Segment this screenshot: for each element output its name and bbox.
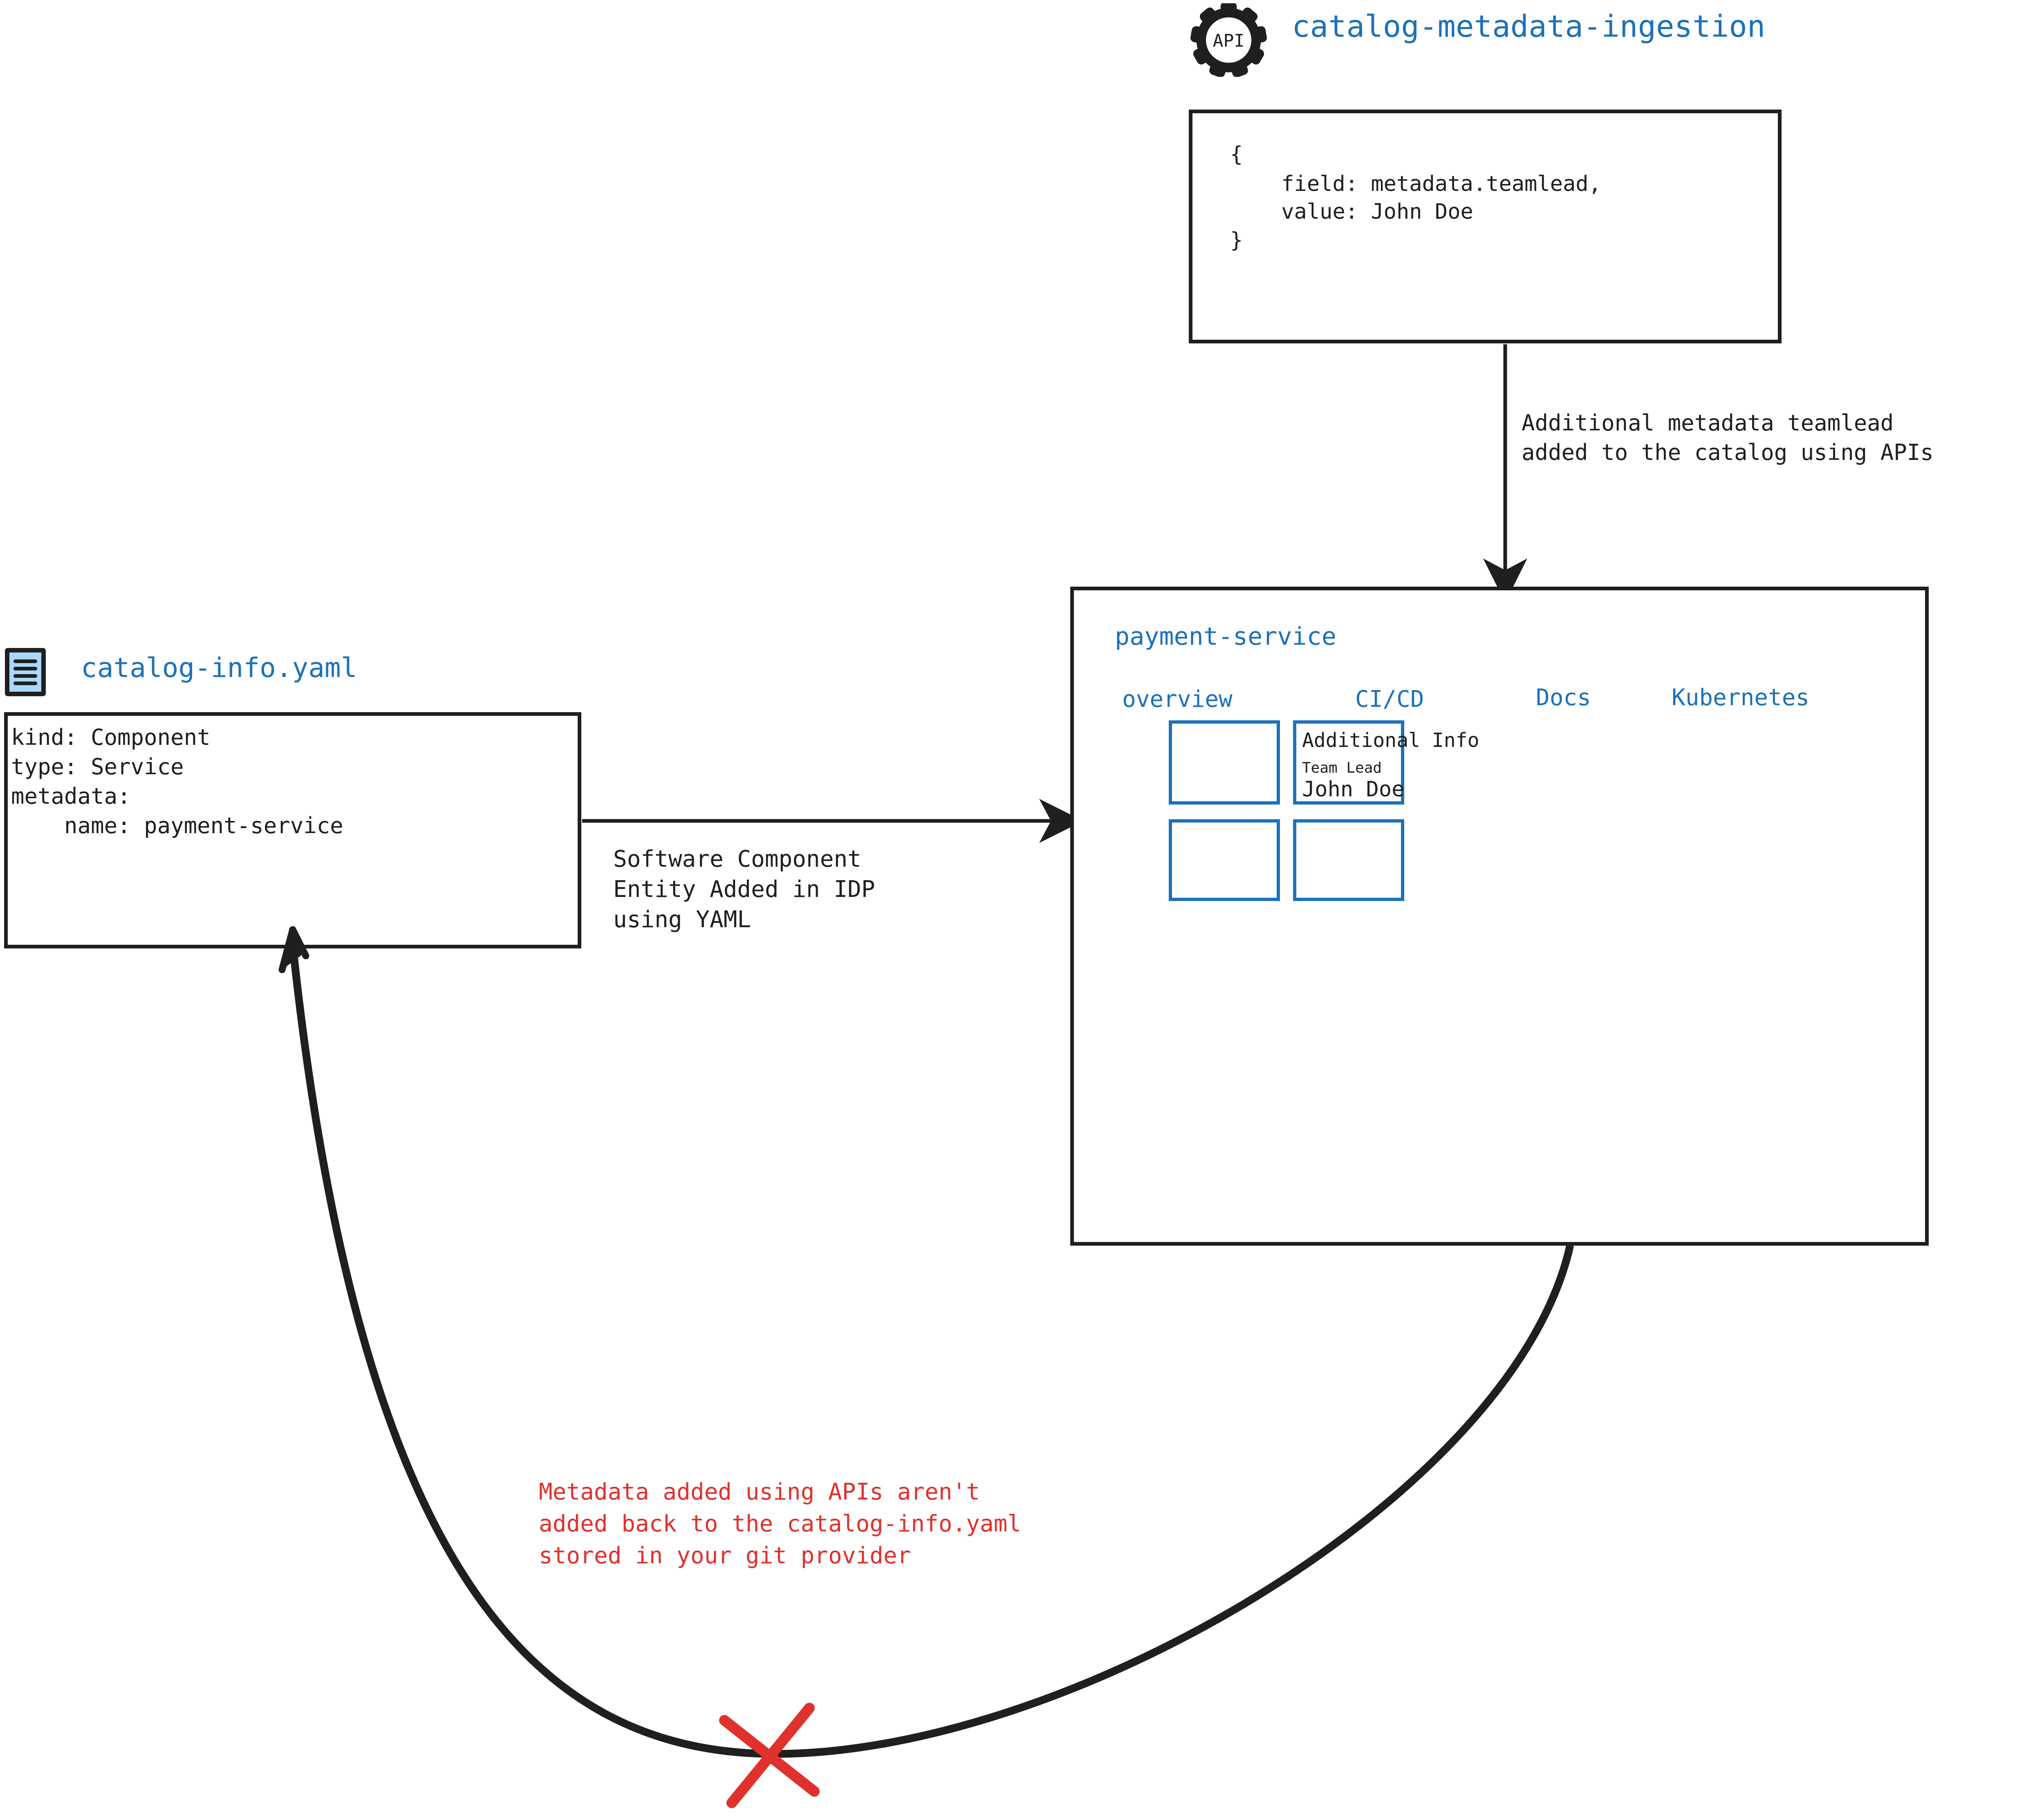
api-payload-line-2: field: metadata.teamlead, [1230,172,1601,196]
yaml-file-icon-line [13,674,37,678]
yaml-arrow-label-line3: using YAML [613,906,751,933]
warning-line-1: Metadata added using APIs aren't [539,1479,980,1505]
yaml-manifest-box: kind: Component type: Service metadata: … [4,712,581,948]
yaml-line-2: type: Service [11,754,184,780]
api-arrow-label-line2: added to the catalog using APIs [1522,439,1934,465]
idp-panel-title: payment-service [1115,622,1336,651]
api-gear-icon-text: API [1213,31,1245,51]
overview-card[interactable] [1169,720,1280,805]
bottom-right-card[interactable] [1293,819,1404,901]
api-payload-line-3: value: John Doe [1230,200,1473,224]
api-gear-icon: API [1185,2,1273,78]
yaml-file-icon [5,648,46,696]
api-payload-box: { field: metadata.teamlead, value: John … [1189,110,1782,343]
tab-overview[interactable]: overview [1122,686,1233,713]
yaml-file-icon-line [13,659,37,663]
yaml-file-icon-line [13,666,37,670]
yaml-file-icon-line [13,681,37,685]
yaml-line-3: metadata: [11,783,131,809]
warning-line-2: added back to the catalog-info.yaml [539,1511,1022,1537]
api-payload-line-1: { [1230,142,1243,167]
additional-info-field-label: Team Lead [1302,760,1382,776]
tab-cicd[interactable]: CI/CD [1355,686,1424,713]
api-arrow-label-line1: Additional metadata teamlead [1522,410,1894,436]
yaml-arrow-label-line2: Entity Added in IDP [613,876,875,903]
yaml-line-4: name: payment-service [11,813,343,838]
yaml-arrow-label-line1: Software Component [613,846,861,872]
additional-info-card-title: Additional Info [1302,729,1479,752]
additional-info-card[interactable]: Additional Info Team Lead John Doe [1293,720,1479,805]
api-node-title: catalog-metadata-ingestion [1292,9,1766,44]
api-payload-line-4: } [1230,228,1243,253]
idp-entity-panel: payment-service overview CI/CD Docs Kube… [1070,587,1929,1246]
yaml-node-title: catalog-info.yaml [81,652,357,684]
warning-line-3: stored in your git provider [539,1542,911,1569]
yaml-line-1: kind: Component [11,724,211,750]
additional-info-field-value: John Doe [1302,777,1405,802]
tab-kubernetes[interactable]: Kubernetes [1672,684,1810,711]
tab-docs[interactable]: Docs [1536,684,1591,711]
bottom-left-card[interactable] [1169,819,1280,901]
